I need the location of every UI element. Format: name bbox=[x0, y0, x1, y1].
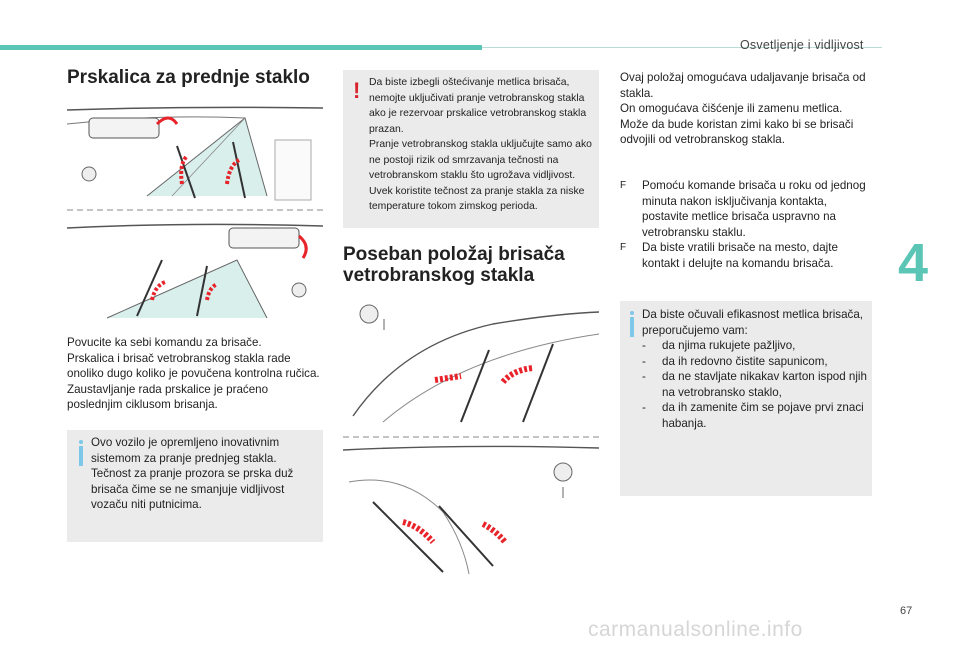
care-item: - da ne stavljate nikakav karton ispod n… bbox=[642, 369, 868, 400]
care-item: - da ih zamenite čim se pojave prvi znac… bbox=[642, 400, 868, 431]
special-position-intro: Ovaj položaj omogućava udaljavanje brisa… bbox=[620, 70, 872, 148]
dash-marker: - bbox=[642, 339, 646, 352]
info-icon bbox=[79, 440, 83, 466]
warning-icon: ! bbox=[353, 78, 361, 103]
washer-illustration-bottom bbox=[67, 223, 323, 319]
separator-dashed-mid bbox=[343, 436, 599, 438]
care-item-text: da ih zamenite čim se pojave prvi znaci … bbox=[662, 401, 864, 430]
warning-line: Uvek koristite tečnost za pranje stakla … bbox=[369, 185, 585, 213]
intro-line: Ovaj položaj omogućava udaljavanje brisa… bbox=[620, 71, 866, 100]
warning-box: ! Da biste izbegli oštećivanje metlica b… bbox=[343, 70, 599, 228]
bullet-marker: F bbox=[620, 242, 627, 253]
wiper-care-intro: Da biste očuvali efikasnost metlica bris… bbox=[642, 308, 864, 337]
warning-line: Da biste izbegli oštećivanje metlica bri… bbox=[369, 77, 587, 135]
washer-body-line: Povucite ka sebi komandu za brisače. bbox=[67, 336, 262, 349]
dash-marker: - bbox=[642, 401, 646, 414]
washer-info-box: Ovo vozilo je opremljeno inovativnim sis… bbox=[67, 430, 323, 542]
dash-marker: - bbox=[642, 370, 646, 383]
warning-line: Pranje vetrobranskog stakla uključujte s… bbox=[369, 139, 592, 181]
washer-body-line: Prskalica i brisač vetrobranskog stakla … bbox=[67, 351, 320, 381]
header-accent-bar bbox=[0, 45, 482, 50]
washer-heading: Prskalica za prednje staklo bbox=[67, 67, 310, 88]
care-item-text: da njima rukujete pažljivo, bbox=[662, 339, 796, 352]
care-item-text: da ih redovno čistite sapunicom, bbox=[662, 354, 828, 368]
warning-text: Da biste izbegli oštećivanje metlica bri… bbox=[369, 75, 593, 215]
care-item: - da njima rukujete pažljivo, bbox=[642, 338, 868, 354]
separator-dashed bbox=[67, 209, 323, 211]
dash-marker: - bbox=[642, 354, 646, 368]
washer-info-text: Ovo vozilo je opremljeno inovativnim sis… bbox=[91, 436, 294, 511]
step-text: Da biste vratili brisače na mesto, dajte… bbox=[642, 241, 838, 270]
washer-illustration-top bbox=[67, 106, 323, 201]
service-position-illustration-bottom bbox=[343, 445, 599, 574]
washer-body-line: Zaustavljanje rada prskalice je praćeno … bbox=[67, 382, 269, 412]
wiper-care-text: Da biste očuvali efikasnost metlica bris… bbox=[642, 307, 868, 431]
intro-line: On omogućava čišćenje ili zamenu metlica… bbox=[620, 102, 854, 146]
chapter-number: 4 bbox=[898, 233, 929, 293]
service-position-illustration-top bbox=[352, 304, 599, 423]
step-item: F Pomoću komande brisača u roku od jedno… bbox=[620, 178, 872, 240]
step-text: Pomoću komande brisača u roku od jednog … bbox=[642, 179, 866, 239]
special-position-heading: Poseban položaj brisača vetrobranskog st… bbox=[343, 244, 565, 286]
wiper-care-info-box: Da biste očuvali efikasnost metlica bris… bbox=[620, 301, 872, 496]
special-position-steps: F Pomoću komande brisača u roku od jedno… bbox=[620, 178, 872, 271]
bullet-marker: F bbox=[620, 180, 627, 191]
care-item: - da ih redovno čistite sapunicom, bbox=[642, 354, 868, 370]
washer-body: Povucite ka sebi komandu za brisače. Prs… bbox=[67, 335, 323, 413]
care-item-text: da ne stavljate nikakav karton ispod nji… bbox=[662, 370, 867, 399]
info-icon bbox=[630, 311, 634, 337]
page-number: 67 bbox=[900, 605, 913, 617]
header-rule bbox=[482, 47, 882, 48]
watermark: carmanualsonline.info bbox=[588, 618, 803, 641]
step-item: F Da biste vratili brisače na mesto, daj… bbox=[620, 240, 872, 271]
section-title: Osvetljenje i vidljivost bbox=[740, 38, 864, 52]
